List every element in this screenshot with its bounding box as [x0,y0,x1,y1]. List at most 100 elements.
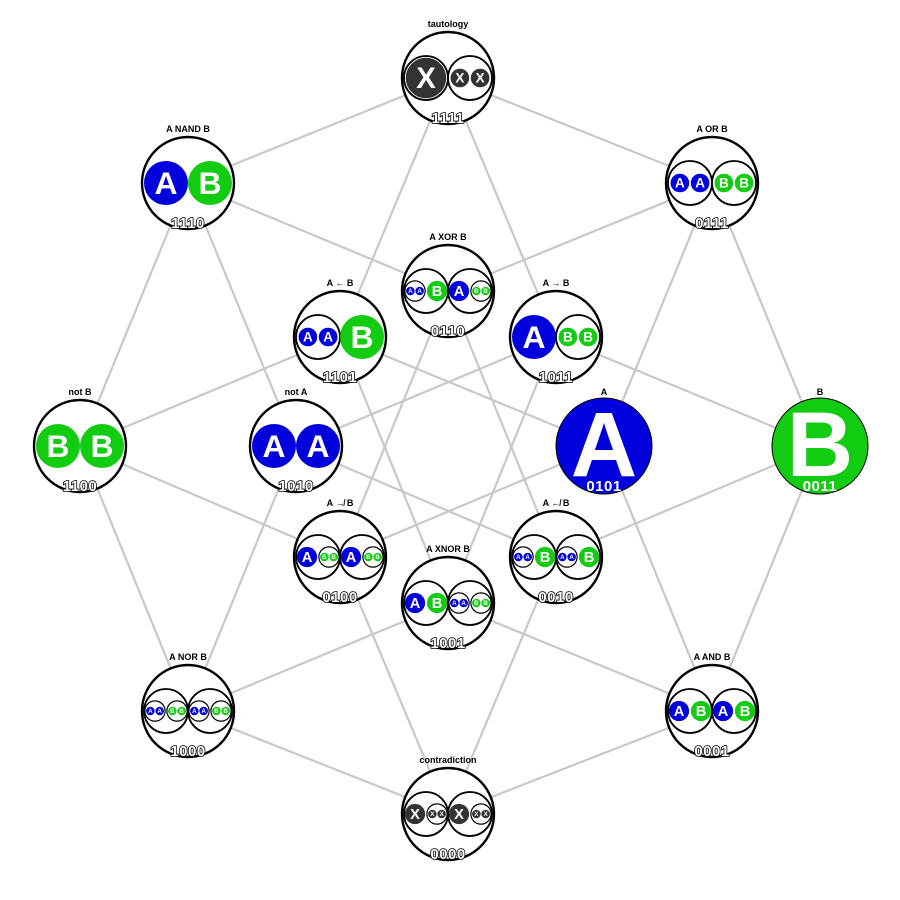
svg-text:B: B [583,330,593,345]
node-label: A XNOR B [426,544,470,554]
letter-b-disc: B [734,173,754,193]
svg-text:X: X [410,807,420,823]
letter-b-disc: B [578,546,600,568]
edge-1011-1001 [446,336,558,604]
edge-1100-1000 [78,445,190,712]
svg-text:A: A [148,708,153,715]
letter-x-disc: X [428,809,437,819]
letter-b-disc: B [36,424,80,468]
letter-b-disc: B [534,546,556,568]
node-circle [555,397,653,495]
svg-text:B: B [198,165,221,201]
letter-b-disc: B [426,280,448,302]
svg-text:A: A [201,708,206,715]
letter-a-disc: A [199,706,208,716]
node-glyph: A [571,394,637,496]
svg-text:A: A [303,330,313,345]
svg-text:A: A [461,600,466,607]
node-label: A AND B [694,652,731,662]
svg-text:A: A [262,428,285,464]
node-label: B [817,387,824,397]
node-label: not A [285,387,308,397]
node-label: A NOR B [169,652,207,662]
node-code: 1010 [278,478,313,495]
edge-1110-1100 [78,182,190,447]
letter-a-disc: A [459,598,468,608]
svg-text:B: B [375,554,380,561]
svg-text:B: B [366,554,371,561]
svg-text:B: B [90,428,113,464]
letter-a-disc: A [415,286,424,296]
node-glyph: B [787,394,853,496]
node-code: 0001 [694,743,729,760]
letter-x-disc: X [404,803,426,825]
svg-text:B: B [179,708,184,715]
svg-text:X: X [430,811,435,818]
svg-text:B: B [563,330,573,345]
node-label: A → B [543,278,570,288]
edge-0001-0000 [447,709,713,816]
svg-text:B: B [740,704,751,720]
letter-b-disc: B [340,315,384,359]
sub-circle: X [403,55,449,101]
letter-a-disc: A [450,598,459,608]
svg-text:A: A [154,165,177,201]
node-code: 0111 [695,215,729,232]
letter-b-disc: B [714,173,734,193]
letter-b-disc: B [734,700,756,722]
node-label: tautology [428,19,469,29]
letter-a-disc: A [296,424,340,468]
letter-a-disc: A [567,552,576,562]
svg-text:X: X [484,811,489,818]
node-code: 1001 [430,635,465,652]
letter-b-disc: B [690,700,712,722]
letter-b-disc: B [426,592,448,614]
node-label: A NAND B [166,124,210,134]
svg-text:A: A [302,550,313,566]
letter-x-disc: X [481,809,490,819]
svg-text:A: A [452,600,457,607]
svg-text:B: B [739,176,749,191]
node-label: A ← B [327,278,354,288]
letter-x-disc: X [472,809,481,819]
edge-0110-0010 [446,290,558,558]
node-code: 0000 [430,846,465,863]
letter-x-disc: X [405,57,447,99]
letter-a-disc: A [523,552,532,562]
node-code: 0110 [431,323,466,340]
letter-b-disc: B [481,286,490,296]
node-label: not B [69,387,92,397]
node-label: A OR B [696,124,728,134]
svg-text:B: B [696,704,707,720]
svg-text:B: B [170,708,175,715]
letter-a-disc: A [670,173,690,193]
